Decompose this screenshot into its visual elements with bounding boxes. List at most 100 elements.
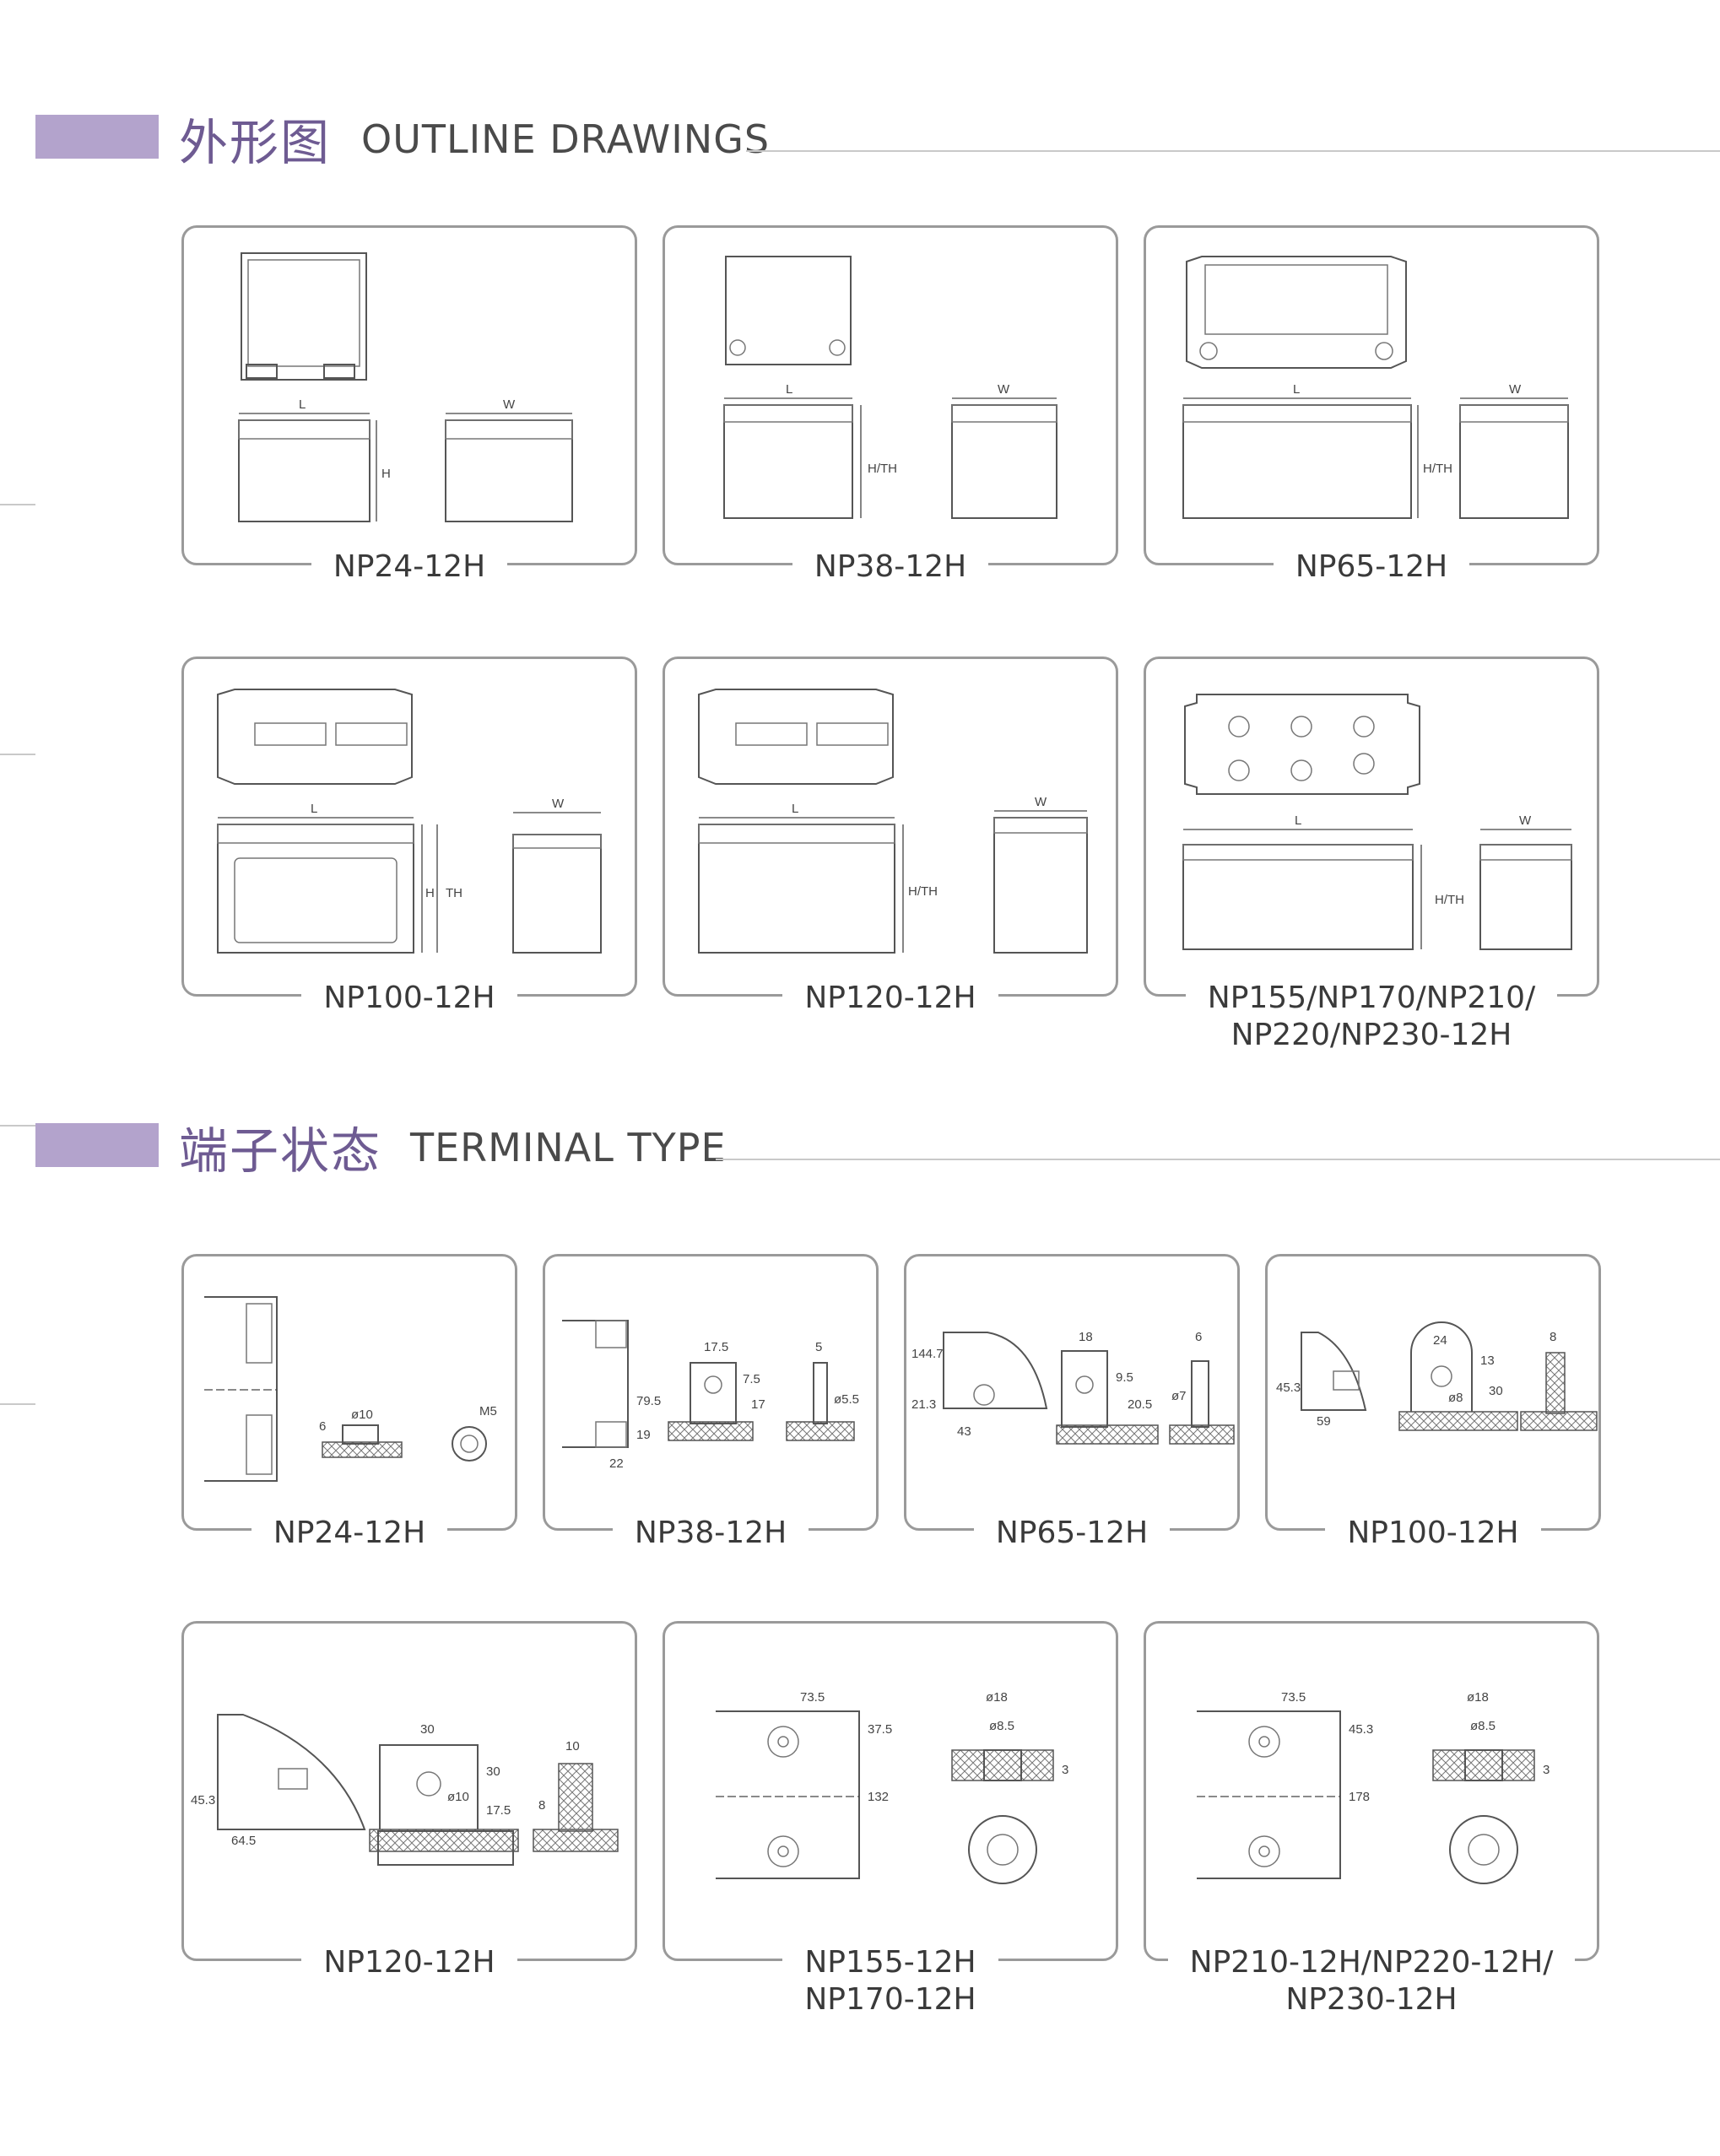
svg-text:ø18: ø18 [1467,1690,1489,1705]
svg-text:W: W [552,797,565,811]
svg-text:L: L [786,382,792,397]
svg-text:9.5: 9.5 [1116,1370,1133,1385]
terminal-drawing-np155: 73.5 37.5 132 ø18 ø8.5 3 [716,1690,1068,1884]
svg-text:8: 8 [538,1798,545,1813]
side-tick [0,1125,35,1127]
section-accent-bar [35,1123,159,1167]
svg-text:64.5: 64.5 [231,1834,256,1848]
outline-drawing-np120: L H/TH W [698,689,1088,954]
svg-text:45.3: 45.3 [191,1793,215,1807]
svg-text:73.5: 73.5 [800,1690,825,1705]
outline-section-header: 外形图 OUTLINE DRAWINGS [0,95,1720,171]
card-caption-line2: NP230-12H [1146,1981,1597,2018]
section-rule [716,1159,1720,1160]
svg-text:144.7: 144.7 [911,1347,944,1361]
svg-text:H/TH: H/TH [908,884,938,899]
svg-text:ø8.5: ø8.5 [1470,1719,1496,1733]
svg-text:10: 10 [565,1739,580,1753]
svg-text:21.3: 21.3 [911,1397,936,1412]
outline-drawing-np155: L H/TH W [1182,694,1572,950]
section-accent-bar [35,115,159,159]
svg-text:43: 43 [957,1424,971,1439]
card-caption: NP155/NP170/NP210/ [1146,980,1597,1017]
svg-text:L: L [1295,813,1301,828]
outline-card-np24: L H W NP24-12H [181,225,637,586]
section-title-en: OUTLINE DRAWINGS [361,116,771,162]
svg-text:37.5: 37.5 [868,1722,892,1737]
card-caption: NP100-12H [184,980,635,1017]
svg-text:L: L [299,397,306,412]
card-caption: NP120-12H [184,1944,635,1981]
svg-text:W: W [1509,382,1522,397]
outline-drawing-np100: L H TH W [217,689,602,954]
svg-text:178: 178 [1349,1790,1370,1804]
svg-text:ø18: ø18 [986,1690,1008,1705]
svg-text:17.5: 17.5 [486,1803,511,1818]
svg-text:L: L [792,802,798,816]
svg-text:ø10: ø10 [447,1790,469,1804]
svg-text:3: 3 [1062,1763,1068,1777]
svg-text:H/TH: H/TH [1423,462,1452,476]
section-title-cn: 端子状态 [179,1122,382,1180]
section-rule [746,150,1720,152]
card-caption-line2: NP220/NP230-12H [1146,1017,1597,1054]
terminal-card-np120: 45.3 64.5 30 30 17.5 ø10 10 8 NP120-12H [181,1621,637,1981]
svg-text:30: 30 [1489,1384,1503,1398]
terminal-card-np100: 45.3 59 24 13 30 ø8 8 NP100-12H [1265,1254,1601,1552]
svg-text:24: 24 [1433,1333,1447,1348]
terminal-drawing-np38: 79.5 19 22 17.5 7.5 17 5 ø5.5 [562,1320,859,1471]
svg-text:30: 30 [420,1722,435,1737]
svg-text:132: 132 [868,1790,889,1804]
side-tick [0,504,35,505]
svg-text:59: 59 [1317,1414,1331,1429]
terminal-card-np65: 144.7 21.3 43 18 9.5 20.5 6 ø7 NP65-12H [904,1254,1240,1552]
svg-text:22: 22 [609,1456,624,1471]
card-caption: NP120-12H [665,980,1116,1017]
side-tick [0,1403,35,1405]
outline-drawing-np24: L H W [238,252,573,522]
terminal-drawing-np100: 45.3 59 24 13 30 ø8 8 [1276,1321,1598,1431]
terminal-drawing-np210: 73.5 45.3 178 ø18 ø8.5 3 [1197,1690,1550,1884]
terminal-card-np38: 79.5 19 22 17.5 7.5 17 5 ø5.5 NP38-12H [543,1254,879,1552]
svg-text:18: 18 [1079,1330,1093,1344]
card-caption: NP38-12H [665,548,1116,586]
terminal-card-np210: 73.5 45.3 178 ø18 ø8.5 3 NP210-12H/NP220… [1144,1621,1599,2018]
outline-card-np65: L H/TH W NP65-12H [1144,225,1599,586]
svg-text:5: 5 [815,1340,822,1354]
card-caption: NP38-12H [545,1515,876,1552]
svg-text:8: 8 [1550,1330,1556,1344]
svg-text:H/TH: H/TH [1435,893,1464,907]
svg-text:ø5.5: ø5.5 [834,1392,859,1407]
card-caption: NP24-12H [184,548,635,586]
card-caption: NP24-12H [184,1515,515,1552]
section-title-cn: 外形图 [179,114,332,171]
terminal-drawing-np24: ø10 6 M5 [204,1296,497,1482]
svg-text:ø10: ø10 [351,1408,373,1422]
svg-text:W: W [1519,813,1532,828]
svg-text:3: 3 [1543,1763,1550,1777]
svg-text:W: W [503,397,516,412]
svg-text:20.5: 20.5 [1128,1397,1152,1412]
svg-text:H: H [425,886,435,900]
outline-card-np155: L H/TH W NP155/NP170/NP210/ NP220/NP230-… [1144,657,1599,1054]
outline-card-np100: L H TH W NP100-12H [181,657,637,1017]
terminal-drawing-np120: 45.3 64.5 30 30 17.5 ø10 10 8 [191,1714,619,1866]
svg-text:45.3: 45.3 [1276,1381,1301,1395]
terminal-card-np24: ø10 6 M5 NP24-12H [181,1254,517,1552]
svg-text:79.5: 79.5 [636,1394,661,1408]
side-tick [0,754,35,755]
svg-text:17: 17 [751,1397,765,1412]
terminal-drawing-np65: 144.7 21.3 43 18 9.5 20.5 6 ø7 [911,1330,1235,1445]
svg-text:17.5: 17.5 [704,1340,728,1354]
outline-drawing-np65: L H/TH W [1182,256,1569,519]
card-caption-line2: NP170-12H [665,1981,1116,2018]
terminal-card-np155: 73.5 37.5 132 ø18 ø8.5 3 NP155-12H NP170… [663,1621,1118,2018]
card-caption: NP210-12H/NP220-12H/ [1146,1944,1597,1981]
svg-text:7.5: 7.5 [743,1372,760,1386]
svg-text:6: 6 [1195,1330,1202,1344]
svg-text:45.3: 45.3 [1349,1722,1373,1737]
svg-text:L: L [311,802,317,816]
svg-text:13: 13 [1480,1354,1495,1368]
svg-text:6: 6 [319,1419,326,1434]
svg-text:W: W [1035,795,1047,809]
